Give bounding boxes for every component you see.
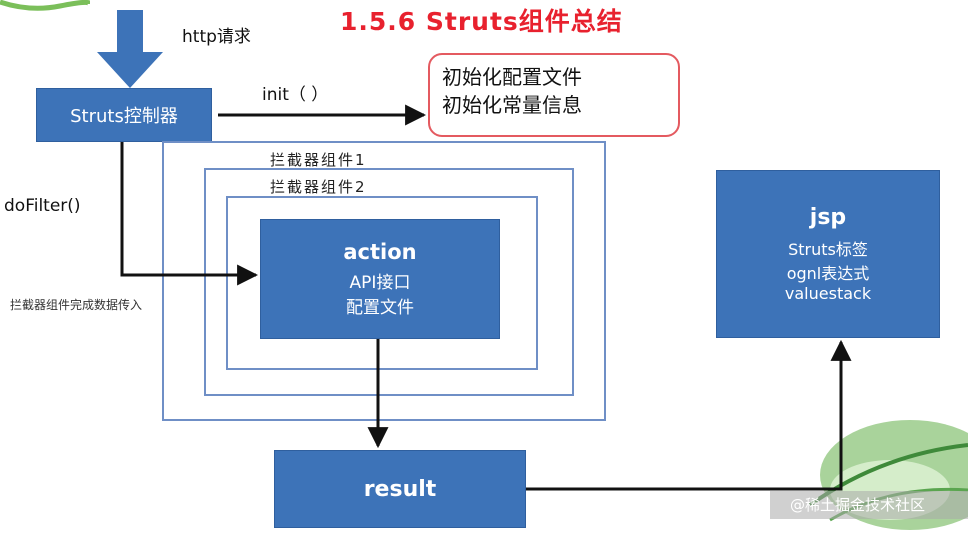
init-note-line2: 初始化常量信息 (442, 93, 582, 117)
action-box: action API接口 配置文件 (260, 219, 500, 339)
init-note-line1: 初始化配置文件 (442, 65, 582, 89)
action-line2: 配置文件 (346, 298, 414, 318)
action-title: action (343, 240, 417, 264)
interceptor-frame-1 (204, 168, 574, 396)
interceptor-frame-2 (226, 196, 538, 370)
http-request-label: http请求 (182, 27, 251, 47)
leaf-decoration-bottom-right (770, 420, 968, 530)
jsp-line2: ognl表达式 (786, 264, 870, 283)
dofilter-label: doFilter() (4, 196, 81, 216)
jsp-title: jsp (809, 205, 847, 230)
struts-controller-label: Struts控制器 (70, 106, 178, 127)
interceptor-frame-outer (162, 141, 606, 421)
jsp-line3: valuestack (784, 284, 872, 303)
init-label: init（ ） (262, 85, 329, 105)
action-line1: API接口 (349, 273, 411, 293)
watermark-text: @稀土掘金技术社区 (790, 496, 926, 514)
http-request-arrow-icon (97, 10, 163, 88)
jsp-box: jsp Struts标签 ognl表达式 valuestack (716, 170, 940, 338)
result-box: result (274, 450, 526, 528)
result-to-jsp-arrow (526, 339, 852, 491)
interceptor1-label: 拦截器组件1 (270, 151, 367, 169)
init-note-box: 初始化配置文件 初始化常量信息 (428, 53, 680, 137)
page-title: 1.5.6 Struts组件总结 (340, 7, 623, 36)
corner-decoration-top-left (0, 0, 90, 11)
result-label: result (363, 476, 437, 502)
jsp-line1: Struts标签 (788, 240, 868, 259)
dofilter-arrow (120, 142, 259, 286)
struts-controller-box: Struts控制器 (36, 88, 212, 142)
interceptor2-label: 拦截器组件2 (270, 178, 367, 196)
interceptor-data-note: 拦截器组件完成数据传入 (10, 298, 143, 312)
